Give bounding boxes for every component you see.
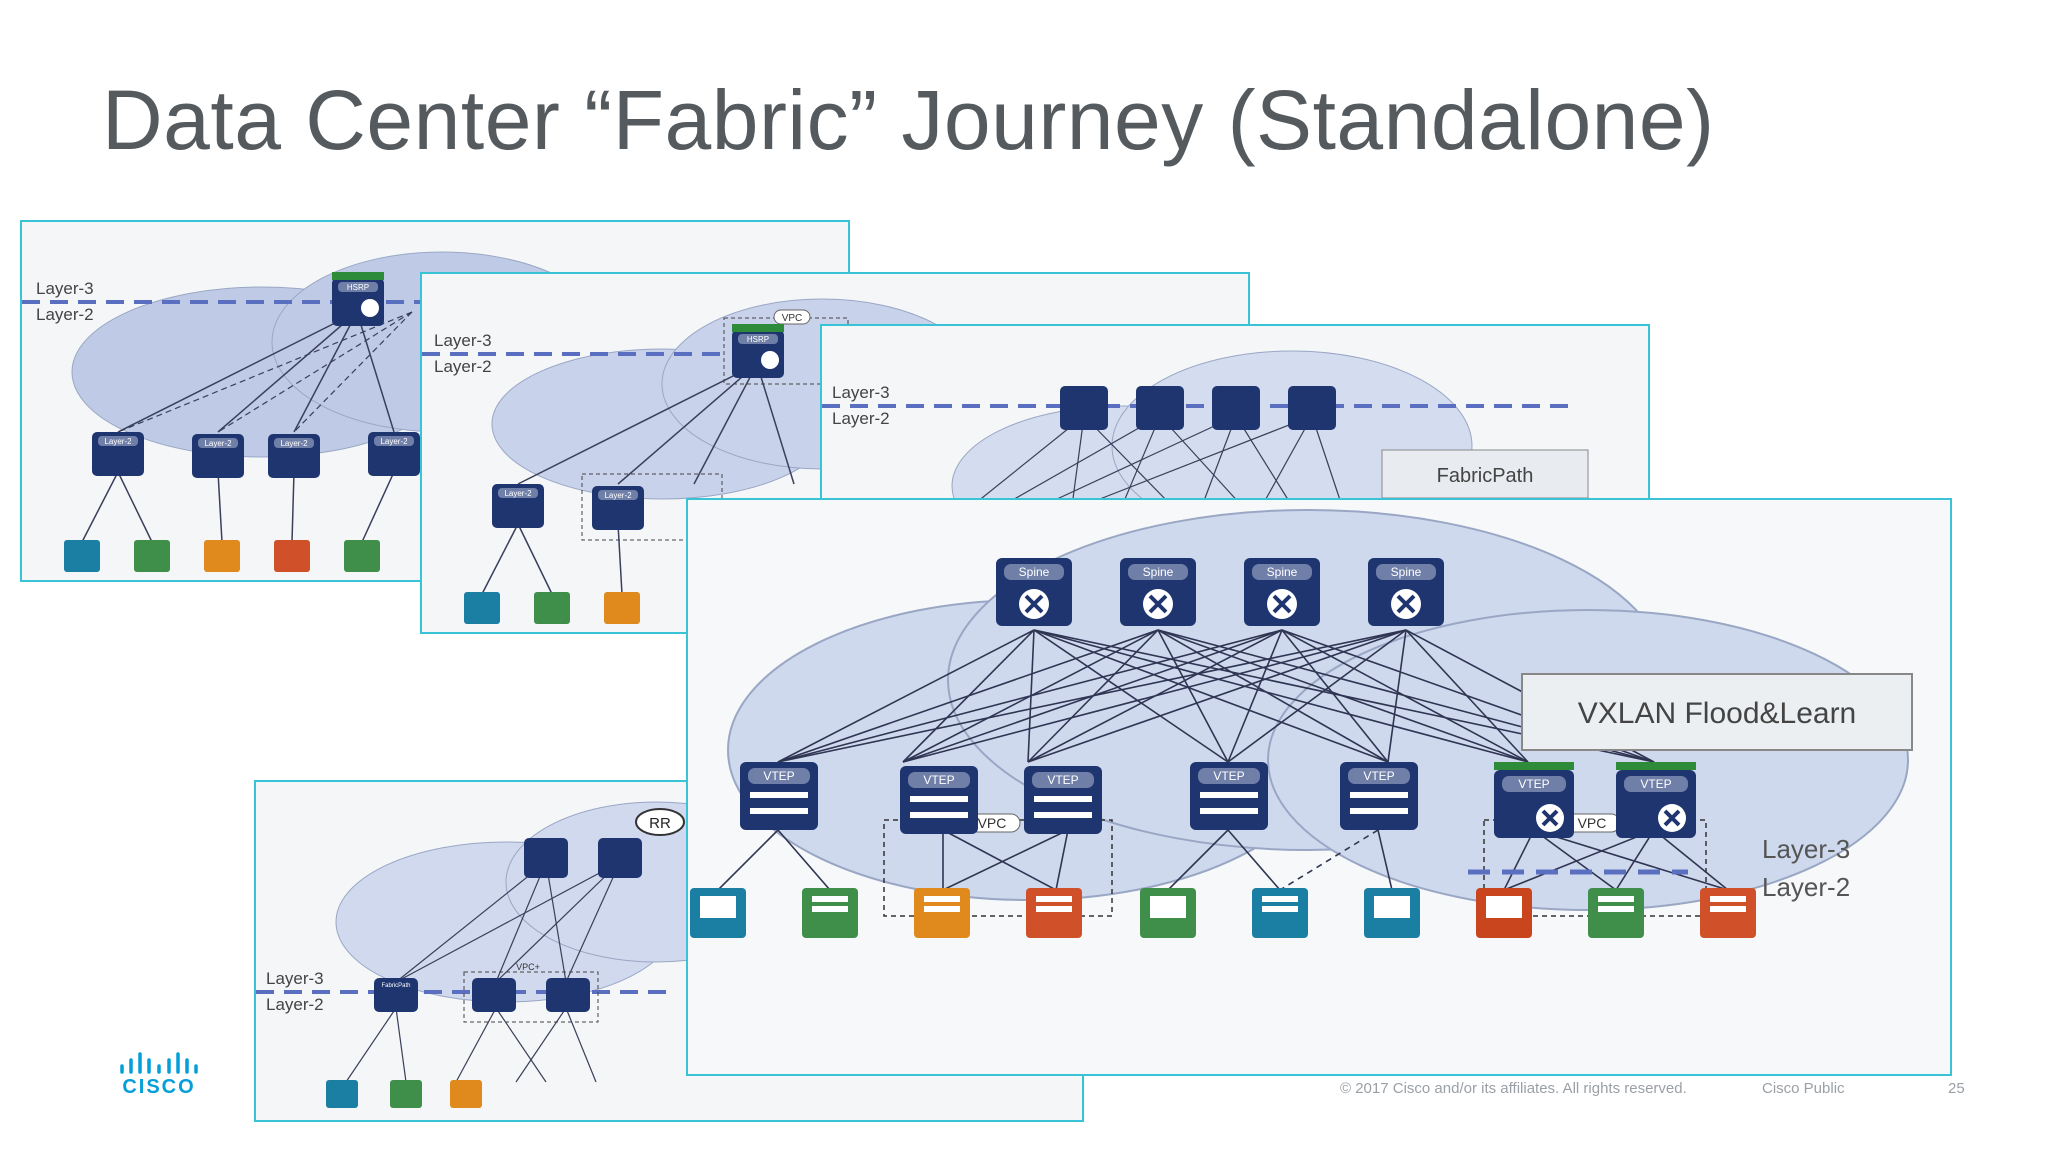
cisco-wordmark: CISCO [122, 1076, 196, 1098]
vpc-domain [581, 473, 723, 541]
endpoint-server [1026, 888, 1082, 938]
layer2-label: Layer-2 [832, 409, 890, 428]
gateway-switch: HSRP [732, 324, 784, 378]
access-tag: Layer-2 [504, 489, 532, 498]
layer2-label: Layer-2 [266, 995, 324, 1014]
spine-tag: Spine [1019, 565, 1050, 579]
layer3-label: Layer-3 [1762, 834, 1850, 864]
vpc-tag: VPC [978, 815, 1007, 831]
spine-tag: Spine [1143, 565, 1174, 579]
fabricpath-label-box [1381, 449, 1589, 499]
vpc-tag: VPC [782, 313, 803, 324]
vpc-bubble [773, 309, 811, 325]
endpoints [464, 592, 640, 624]
layer2-label: Layer-2 [434, 357, 492, 376]
fp-tag: FabricPath [381, 983, 410, 989]
layer2-label: Layer-2 [36, 305, 94, 324]
orphan-link [1279, 829, 1379, 891]
endpoint-server [1588, 888, 1644, 938]
spine-tag: Spine [1267, 565, 1298, 579]
leaf-switches: FabricPath [374, 978, 590, 1012]
access-tag: Layer-2 [104, 437, 132, 446]
endpoint-server [690, 888, 746, 938]
access-tag: Layer-2 [280, 439, 308, 448]
vtep-tag: VTEP [1640, 777, 1671, 791]
endpoints [64, 540, 380, 572]
copyright-text: © 2017 Cisco and/or its affiliates. All … [1340, 1080, 1687, 1097]
layer3-label: Layer-3 [266, 969, 324, 988]
endpoint-server [1364, 888, 1420, 938]
gateway-switch: HSRP [332, 272, 384, 326]
cisco-logo: CISCO [116, 1052, 202, 1098]
vpc-tag: VPC [1578, 815, 1607, 831]
cloud [1267, 609, 1909, 911]
endpoint-server [1700, 888, 1756, 938]
rr-tag: RR [649, 815, 671, 832]
layer3-label: Layer-3 [36, 279, 94, 298]
blocked-links [117, 311, 413, 433]
vxlan-label-box [1521, 673, 1913, 751]
slide-title: Data Center “Fabric” Journey (Standalone… [102, 73, 1715, 167]
layer2-label: Layer-2 [1762, 872, 1850, 902]
access-tag: Layer-2 [604, 491, 632, 500]
panel-vxlan: VPC VPC Layer-3 Layer-2 Spine Spine Spin… [686, 498, 1952, 1076]
vtep-tag: VTEP [1518, 777, 1549, 791]
vpcplus-domain [463, 971, 599, 1023]
endpoint-server [802, 888, 858, 938]
access-switches: Layer-2 Layer-2 [492, 484, 644, 530]
vtep-tag: VTEP [1213, 769, 1244, 783]
vtep-switch: VTEP [1190, 762, 1268, 830]
spine-switches [1060, 386, 1336, 430]
vtep-switches: VTEP VTEP VTEP VTEP VTEP VTEP VTEP [740, 762, 1696, 838]
endpoints [690, 888, 1756, 938]
spine-switch: Spine [1368, 558, 1444, 626]
links [345, 861, 621, 1083]
endpoint-server [1476, 888, 1532, 938]
spine-switch: Spine [1244, 558, 1320, 626]
vtep-switch: VTEP [900, 766, 978, 834]
rr-bubble [635, 808, 685, 836]
vtep-gateway-switch: VTEP [1494, 762, 1574, 838]
spine-switches: Spine Spine Spine Spine [996, 558, 1444, 626]
hsrp-tag: HSRP [347, 283, 369, 292]
vtep-tag: VTEP [1363, 769, 1394, 783]
vpcplus-tag: VPC+ [516, 962, 540, 972]
vxlan-label: VXLAN Flood&Learn [1578, 697, 1857, 730]
spine-switches [524, 838, 642, 878]
vtep-switch: VTEP [1340, 762, 1418, 830]
spine-switch: Spine [996, 558, 1072, 626]
vtep-tag: VTEP [763, 769, 794, 783]
links [971, 415, 1343, 507]
endpoint-server [1140, 888, 1196, 938]
endpoints [326, 1080, 482, 1108]
spine-tag: Spine [1391, 565, 1422, 579]
panel-vxlan-diagram: VPC VPC Layer-3 Layer-2 Spine Spine Spin… [690, 509, 1913, 938]
access-tag: Layer-2 [380, 437, 408, 446]
layer3-label: Layer-3 [832, 383, 890, 402]
spine-switch: Spine [1120, 558, 1196, 626]
endpoint-server [914, 888, 970, 938]
vtep-switch: VTEP [740, 762, 818, 830]
classification-text: Cisco Public [1762, 1080, 1845, 1097]
leaf-host-links [717, 829, 1729, 891]
hsrp-tag: HSRP [747, 335, 769, 344]
spine-leaf-links [777, 629, 1655, 763]
panel-vpc-diagram: Layer-3 Layer-2 VPC HSRP Layer-2 Layer-2 [422, 298, 983, 624]
layer3-label: Layer-3 [434, 331, 492, 350]
cisco-bars-icon [120, 1052, 198, 1074]
page-number: 25 [1948, 1080, 1965, 1097]
vtep-switch: VTEP [1024, 766, 1102, 834]
access-tag: Layer-2 [204, 439, 232, 448]
vtep-gateway-switch: VTEP [1616, 762, 1696, 838]
vtep-tag: VTEP [1047, 773, 1078, 787]
fabricpath-label: FabricPath [1437, 465, 1534, 487]
access-switches: Layer-2 Layer-2 Layer-2 Layer-2 [92, 432, 420, 478]
endpoint-server [1252, 888, 1308, 938]
vtep-tag: VTEP [923, 773, 954, 787]
